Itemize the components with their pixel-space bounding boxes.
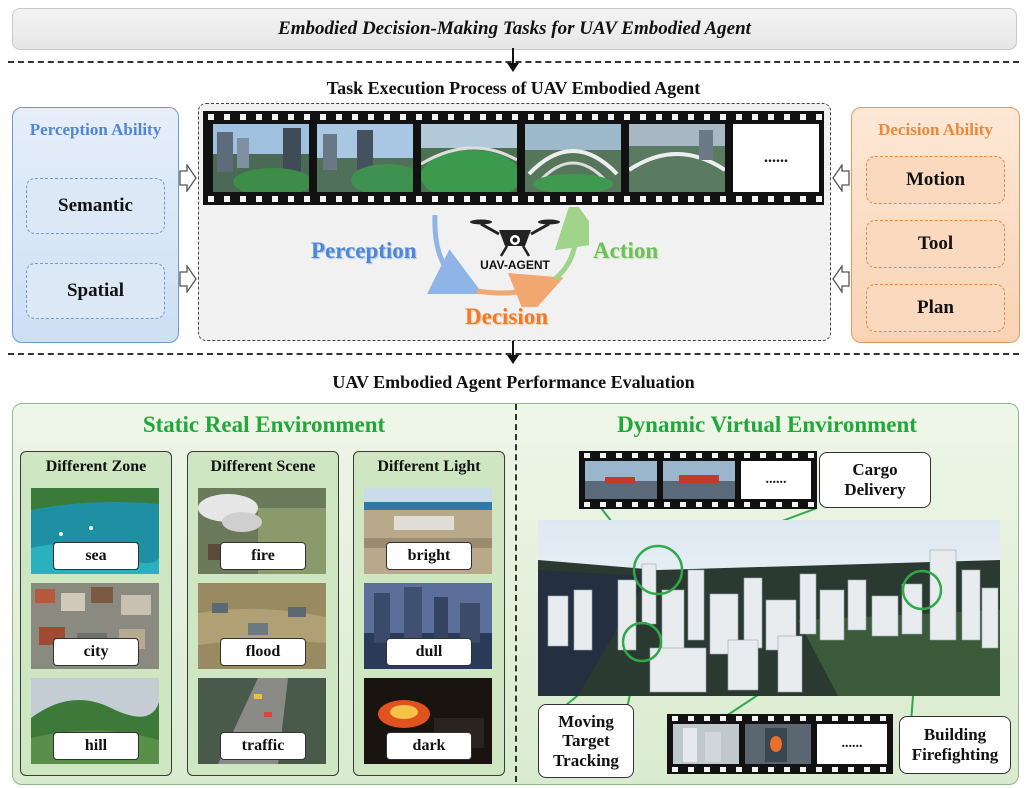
flow-arrow-stem-1 (512, 48, 514, 64)
dynamic-env-title: Dynamic Virtual Environment (617, 412, 917, 437)
scene-tag-flood: flood (220, 638, 306, 666)
decision-ability-title: Decision Ability (878, 120, 993, 139)
environment-panel: Static Real Environment Dynamic Virtual … (12, 403, 1019, 785)
zone-tag-city: city (53, 638, 139, 666)
perception-label: Perception (311, 238, 417, 263)
cargo-film-strip: ...... (579, 451, 817, 509)
header-title: Embodied Decision-Making Tasks for UAV E… (278, 18, 751, 39)
firefighting-film-strip: ...... (667, 714, 893, 774)
process-box: ...... UAV-AGENT Perception Decision Act… (198, 103, 831, 341)
scene-tag-fire: fire (220, 542, 306, 570)
block-arrow-left-1-icon (832, 164, 850, 192)
perception-item-semantic: Semantic (26, 178, 165, 234)
frame-1-image (213, 124, 309, 192)
firefighting-frame-1-image (673, 724, 739, 764)
perception-ability-title: Perception Ability (29, 120, 162, 139)
decision-item-motion: Motion (866, 156, 1005, 204)
scene-column-title: Different Scene (210, 458, 316, 475)
flow-arrow-down-2-icon (507, 355, 519, 364)
decision-ability-panel: Decision Ability Motion Tool Plan (851, 107, 1020, 343)
zone-tag-hill: hill (53, 732, 139, 760)
block-arrow-right-1-icon (179, 164, 197, 192)
moving-target-tracking-label: Moving Target Tracking (538, 704, 634, 778)
static-env-title: Static Real Environment (142, 412, 386, 437)
frame-3-image (421, 124, 517, 192)
light-column-title: Different Light (377, 458, 481, 475)
light-tag-dull: dull (386, 638, 472, 666)
header-title-bar: Embodied Decision-Making Tasks for UAV E… (12, 8, 1017, 50)
frame-ellipsis: ...... (733, 124, 819, 192)
cycle-arrows-icon (426, 207, 589, 307)
flow-arrow-stem-2 (512, 341, 514, 355)
decision-label: Decision (465, 304, 549, 329)
agent-label: UAV-AGENT (480, 258, 550, 272)
frame-4-image (525, 124, 621, 192)
block-arrow-left-2-icon (832, 265, 850, 293)
building-firefighting-label: Building Firefighting (899, 716, 1011, 774)
firefighting-frame-2-image (745, 724, 811, 764)
virtual-city-image (538, 520, 1000, 696)
light-tag-dark: dark (386, 732, 472, 760)
scene-tag-traffic: traffic (220, 732, 306, 760)
decision-item-plan: Plan (866, 284, 1005, 332)
separator-middle (8, 353, 1019, 355)
zone-column-title: Different Zone (45, 458, 147, 475)
frame-5-image (629, 124, 725, 192)
cargo-delivery-label: Cargo Delivery (819, 452, 931, 508)
perception-ability-panel: Perception Ability Semantic Spatial (12, 107, 179, 343)
perception-item-spatial: Spatial (26, 263, 165, 319)
evaluation-title: UAV Embodied Agent Performance Evaluatio… (332, 372, 695, 392)
frame-2-image (317, 124, 413, 192)
zone-column: Different Zone sea city hill (20, 451, 172, 776)
drone-icon (470, 219, 560, 257)
action-label: Action (593, 238, 659, 263)
light-tag-bright: bright (386, 542, 472, 570)
process-title: Task Execution Process of UAV Embodied A… (326, 78, 701, 98)
zone-tag-sea: sea (53, 542, 139, 570)
cargo-frame-1-image (585, 461, 657, 499)
light-column: Different Light bright dull dark (353, 451, 505, 776)
cargo-frame-2-image (663, 461, 735, 499)
process-film-strip: ...... (203, 111, 824, 205)
block-arrow-right-2-icon (179, 265, 197, 293)
cargo-frame-ellipsis: ...... (741, 461, 811, 499)
environment-divider (515, 404, 517, 782)
decision-item-tool: Tool (866, 220, 1005, 268)
firefighting-frame-ellipsis: ...... (817, 724, 887, 764)
scene-column: Different Scene fire flood traffic (187, 451, 339, 776)
flow-arrow-down-1-icon (507, 63, 519, 72)
